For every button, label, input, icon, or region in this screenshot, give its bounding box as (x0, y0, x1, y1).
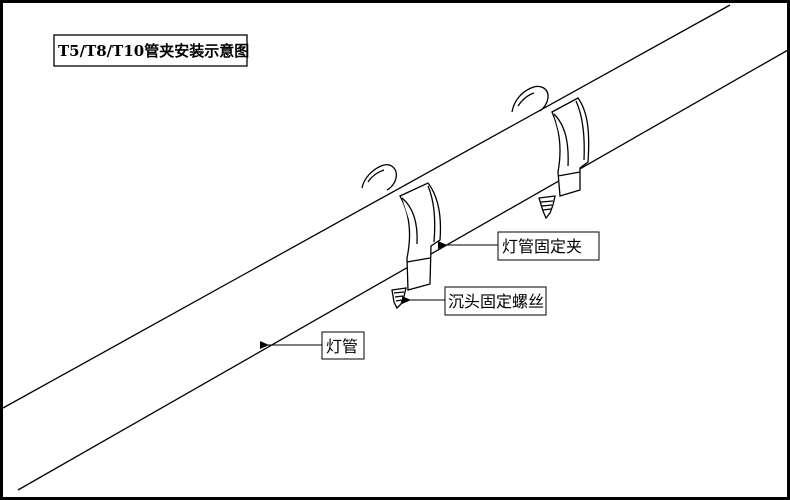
screw-label: 沉头固定螺丝 (448, 292, 544, 311)
diagram-title: T5/T8/T10管夹安装示意图 (58, 42, 249, 60)
tube-label-box (321, 331, 365, 360)
clip-label-box (497, 231, 600, 261)
clip-base-right (511, 85, 549, 113)
tube-clip-left (391, 182, 442, 310)
tube-label: 灯管 (326, 337, 358, 356)
clip-label: 灯管固定夹 (502, 237, 582, 256)
screw-label-box (444, 286, 547, 316)
lamp-tube (2, 4, 789, 491)
clip-base-left (361, 164, 397, 191)
tube-clip-right (538, 97, 590, 220)
title-box (53, 34, 248, 67)
